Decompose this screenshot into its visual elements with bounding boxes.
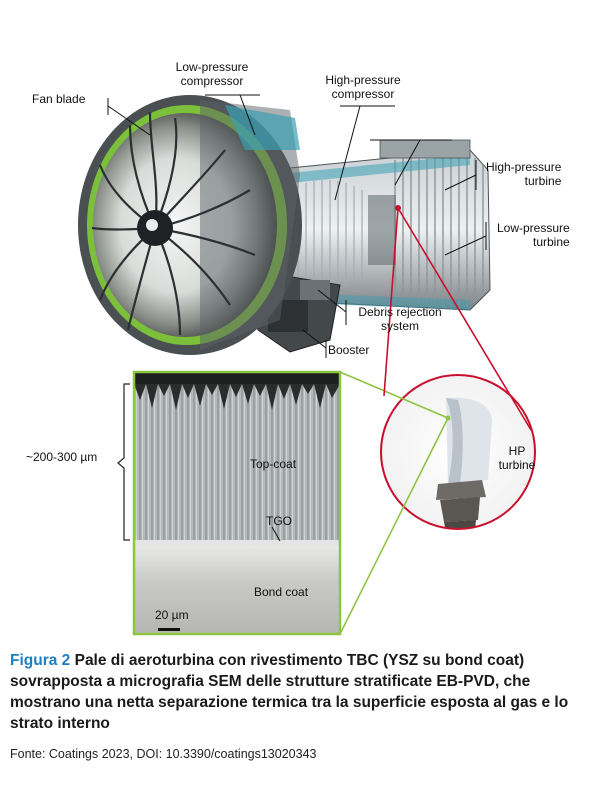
label-low-pressure-turbine: Low-pressure turbine (497, 221, 570, 249)
label-line: Debris rejection (358, 305, 442, 319)
label-line: system (380, 319, 419, 333)
label-bond-coat: Bond coat (254, 585, 309, 599)
hp-turbine-inset (380, 374, 536, 530)
label-line: High-pressure (325, 73, 401, 87)
thickness-bracket (117, 383, 130, 541)
figure-caption: Figura 2 Pale di aeroturbina con rivesti… (10, 650, 570, 734)
sem-micrograph (132, 370, 342, 636)
label-leader-lines (107, 94, 487, 358)
label-line: turbine (524, 174, 562, 188)
connector-lines (339, 205, 532, 635)
label-thickness: ~200-300 µm (26, 450, 98, 464)
scale-bar-label: 20 µm (155, 608, 189, 622)
label-debris-rejection-system: Debris rejection system (350, 305, 450, 333)
label-line: High-pressure (486, 160, 562, 174)
label-line: HP (508, 444, 526, 458)
label-top-coat: Top-coat (250, 457, 297, 471)
figure-label: Figura 2 (10, 652, 71, 669)
label-line: turbine (498, 458, 536, 472)
label-line: compressor (180, 74, 244, 88)
label-hp-turbine: HP turbine (492, 444, 542, 472)
label-high-pressure-compressor: High-pressure compressor (308, 73, 418, 101)
label-line: compressor (331, 87, 395, 101)
caption-text: Pale di aeroturbina con rivestimento TBC… (10, 652, 569, 732)
spinner (137, 210, 173, 246)
label-line: Low-pressure (497, 221, 570, 235)
fan-case (78, 95, 302, 355)
engine-figure: Fan blade Low-pressure compressor High-p… (26, 60, 570, 636)
label-fan-blade: Fan blade (32, 92, 86, 106)
label-booster: Booster (328, 343, 370, 357)
label-line: Low-pressure (175, 60, 249, 74)
figure-source: Fonte: Coatings 2023, DOI: 10.3390/coati… (10, 747, 317, 761)
label-line: turbine (533, 235, 570, 249)
engine-illustration (78, 94, 536, 636)
label-low-pressure-compressor: Low-pressure compressor (162, 60, 262, 88)
label-high-pressure-turbine: High-pressure turbine (486, 160, 561, 188)
label-tgo: TGO (266, 514, 292, 528)
